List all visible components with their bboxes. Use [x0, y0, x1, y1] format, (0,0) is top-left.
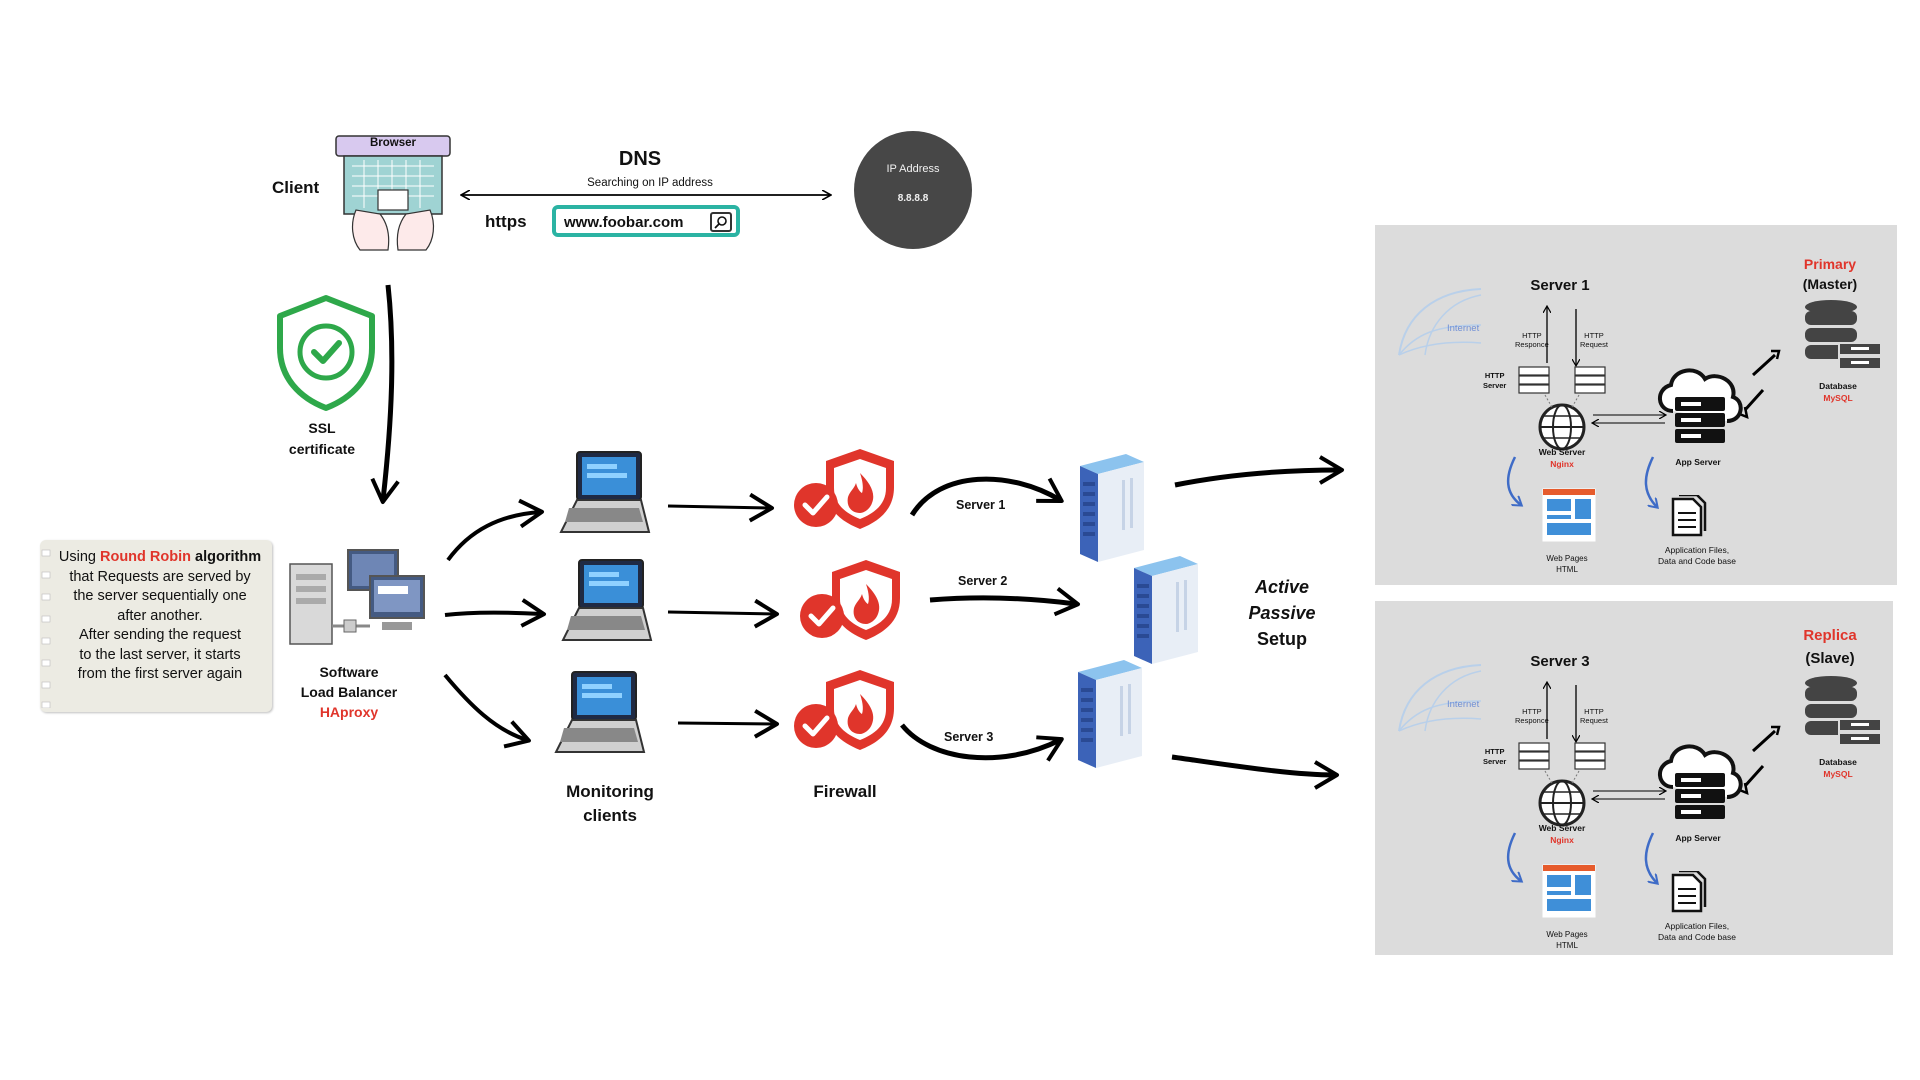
search-icon: [714, 216, 727, 229]
internet-globe-icon: [1398, 288, 1482, 356]
replica-server-panel: Internet Server 3 HTTP Responce HTTP Req…: [1375, 601, 1893, 955]
note-text: Using Round Robin algorithm that Request…: [58, 549, 262, 682]
web-pages-label: Web Pages HTML: [1546, 930, 1588, 950]
firewall-2-icon: [800, 560, 900, 640]
server-1-label: Server 1: [956, 498, 1006, 512]
web-pages-icon: [1542, 488, 1596, 542]
app-server-cloud-icon: [1658, 368, 1743, 443]
http-response-label: HTTP Responce: [1515, 707, 1549, 725]
monitor2-to-fw-arrow: [667, 598, 779, 629]
server1-to-panel-arrow: [1174, 455, 1344, 488]
role-label: Replica(Slave): [1803, 627, 1857, 667]
url-text: www.foobar.com: [564, 214, 684, 231]
ip-address-value: 8.8.8.8: [897, 193, 929, 204]
panel-server-title: Server 3: [1530, 653, 1590, 670]
primary-server-panel: Internet Server 1 HTTP Responce HTTP Req…: [1375, 225, 1897, 585]
client-label: Client: [272, 178, 320, 197]
app-server-cloud-icon: [1658, 744, 1743, 819]
url-bar[interactable]: www.foobar.com: [552, 205, 740, 237]
monitor1-to-fw-arrow: [667, 492, 774, 523]
client-to-lb-arrow: [370, 284, 400, 504]
web-pages-icon: [1542, 864, 1596, 918]
http-response-label: HTTP Responce: [1515, 331, 1549, 349]
panel-server-title: Server 1: [1530, 277, 1590, 294]
lb-to-monitor3-arrow: [443, 673, 531, 749]
internet-globe-icon: [1398, 664, 1482, 732]
load-balancer-label: Software Load Balancer HAproxy: [300, 664, 398, 720]
fw-to-server1-arrow: [909, 476, 1064, 517]
http-server-label: HTTP Server: [1483, 371, 1507, 390]
app-server-label: App Server: [1675, 457, 1721, 467]
fw-to-server3-arrow: [900, 723, 1064, 762]
database-label: Database: [1819, 381, 1857, 391]
server-2-label: Server 2: [958, 574, 1008, 588]
database-mysql-label: MySQL: [1823, 769, 1853, 779]
dns-title: DNS: [618, 148, 662, 170]
fw-to-server2-arrow: [929, 586, 1080, 617]
server-1-rack-icon: [1080, 454, 1144, 562]
panel-connectors: [1507, 225, 1781, 585]
web-server-label: Web Server: [1538, 447, 1586, 457]
web-server-label: Web Server: [1538, 823, 1586, 833]
database-icon: [1805, 300, 1882, 370]
internet-label: Internet: [1447, 323, 1480, 334]
load-balancer-computer-icon: [289, 549, 425, 645]
database-label: Database: [1819, 757, 1857, 767]
active-passive-label: Active Passive Setup: [1248, 577, 1316, 649]
database-mysql-label: MySQL: [1823, 393, 1853, 403]
web-server-nginx-label: Nginx: [1550, 459, 1574, 469]
database-icon: [1805, 676, 1882, 746]
web-server-globe-icon: [1518, 742, 1606, 827]
https-label: https: [485, 212, 527, 231]
firewall-3-icon: [794, 670, 894, 750]
http-server-label: HTTP Server: [1483, 747, 1507, 766]
lb-to-monitor1-arrow: [446, 498, 544, 562]
panel-connectors: [1507, 601, 1781, 955]
lb-to-monitor2-arrow: [444, 598, 546, 628]
firewall-1-icon: [794, 449, 894, 529]
http-request-label: HTTP Request: [1580, 707, 1608, 725]
ip-address-circle: IP Address 8.8.8.8: [854, 131, 972, 249]
internet-label: Internet: [1447, 699, 1480, 710]
browser-label: Browser: [369, 137, 417, 149]
app-server-label: App Server: [1675, 833, 1721, 843]
application-files-label: Application Files, Data and Code base: [1658, 921, 1736, 942]
monitoring-client-1-laptop-icon: [559, 451, 651, 533]
browser-laptop-icon: [335, 135, 451, 251]
web-pages-label: Web Pages HTML: [1546, 554, 1588, 574]
server-2-rack-icon: [1134, 556, 1198, 664]
firewall-label: Firewall: [813, 782, 877, 801]
application-files-label: Application Files, Data and Code base: [1658, 545, 1736, 566]
server3-to-panel-arrow: [1171, 754, 1339, 790]
search-button[interactable]: [710, 212, 732, 232]
server-3-rack-icon: [1078, 660, 1142, 768]
application-files-icon: [1671, 871, 1707, 913]
note-torn-edge: [41, 549, 51, 708]
role-label: Primary(Master): [1802, 256, 1858, 292]
round-robin-note: Using Round Robin algorithm that Request…: [40, 540, 272, 712]
dns-subtitle: Searching on IP address: [587, 177, 713, 189]
monitoring-client-3-laptop-icon: [554, 671, 646, 753]
web-server-globe-icon: [1518, 366, 1606, 451]
monitor3-to-fw-arrow: [677, 709, 779, 739]
ip-address-label: IP Address: [886, 163, 940, 175]
monitoring-client-2-laptop-icon: [561, 559, 653, 641]
web-server-nginx-label: Nginx: [1550, 835, 1574, 845]
server-3-label: Server 3: [944, 730, 994, 744]
application-files-icon: [1671, 495, 1707, 537]
ssl-shield-icon: [277, 295, 375, 411]
http-request-label: HTTP Request: [1580, 331, 1608, 349]
